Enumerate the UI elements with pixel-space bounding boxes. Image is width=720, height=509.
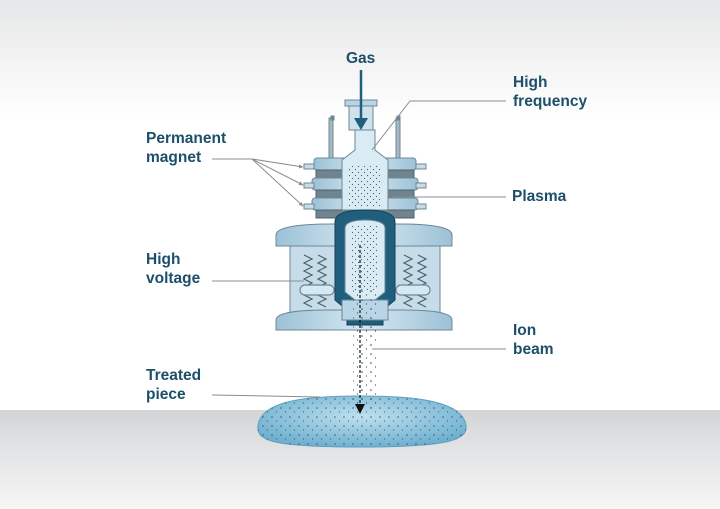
label-high-voltage: High voltage xyxy=(146,251,201,287)
label-treated-piece: Treated piece xyxy=(146,367,202,403)
label-plasma: Plasma xyxy=(512,188,567,205)
high-voltage-springs xyxy=(299,254,431,308)
leader-lines xyxy=(211,100,506,398)
label-gas: Gas xyxy=(346,50,376,67)
extraction-electrode xyxy=(334,209,396,326)
treated-piece-workpiece xyxy=(257,395,467,448)
label-permanent-magnet: Permanent magnet xyxy=(146,130,227,166)
plasma-chamber xyxy=(348,165,382,207)
label-ion-beam: Ion beam xyxy=(513,322,554,358)
gas-arrow xyxy=(354,70,368,130)
label-high-frequency: High frequency xyxy=(513,74,588,110)
